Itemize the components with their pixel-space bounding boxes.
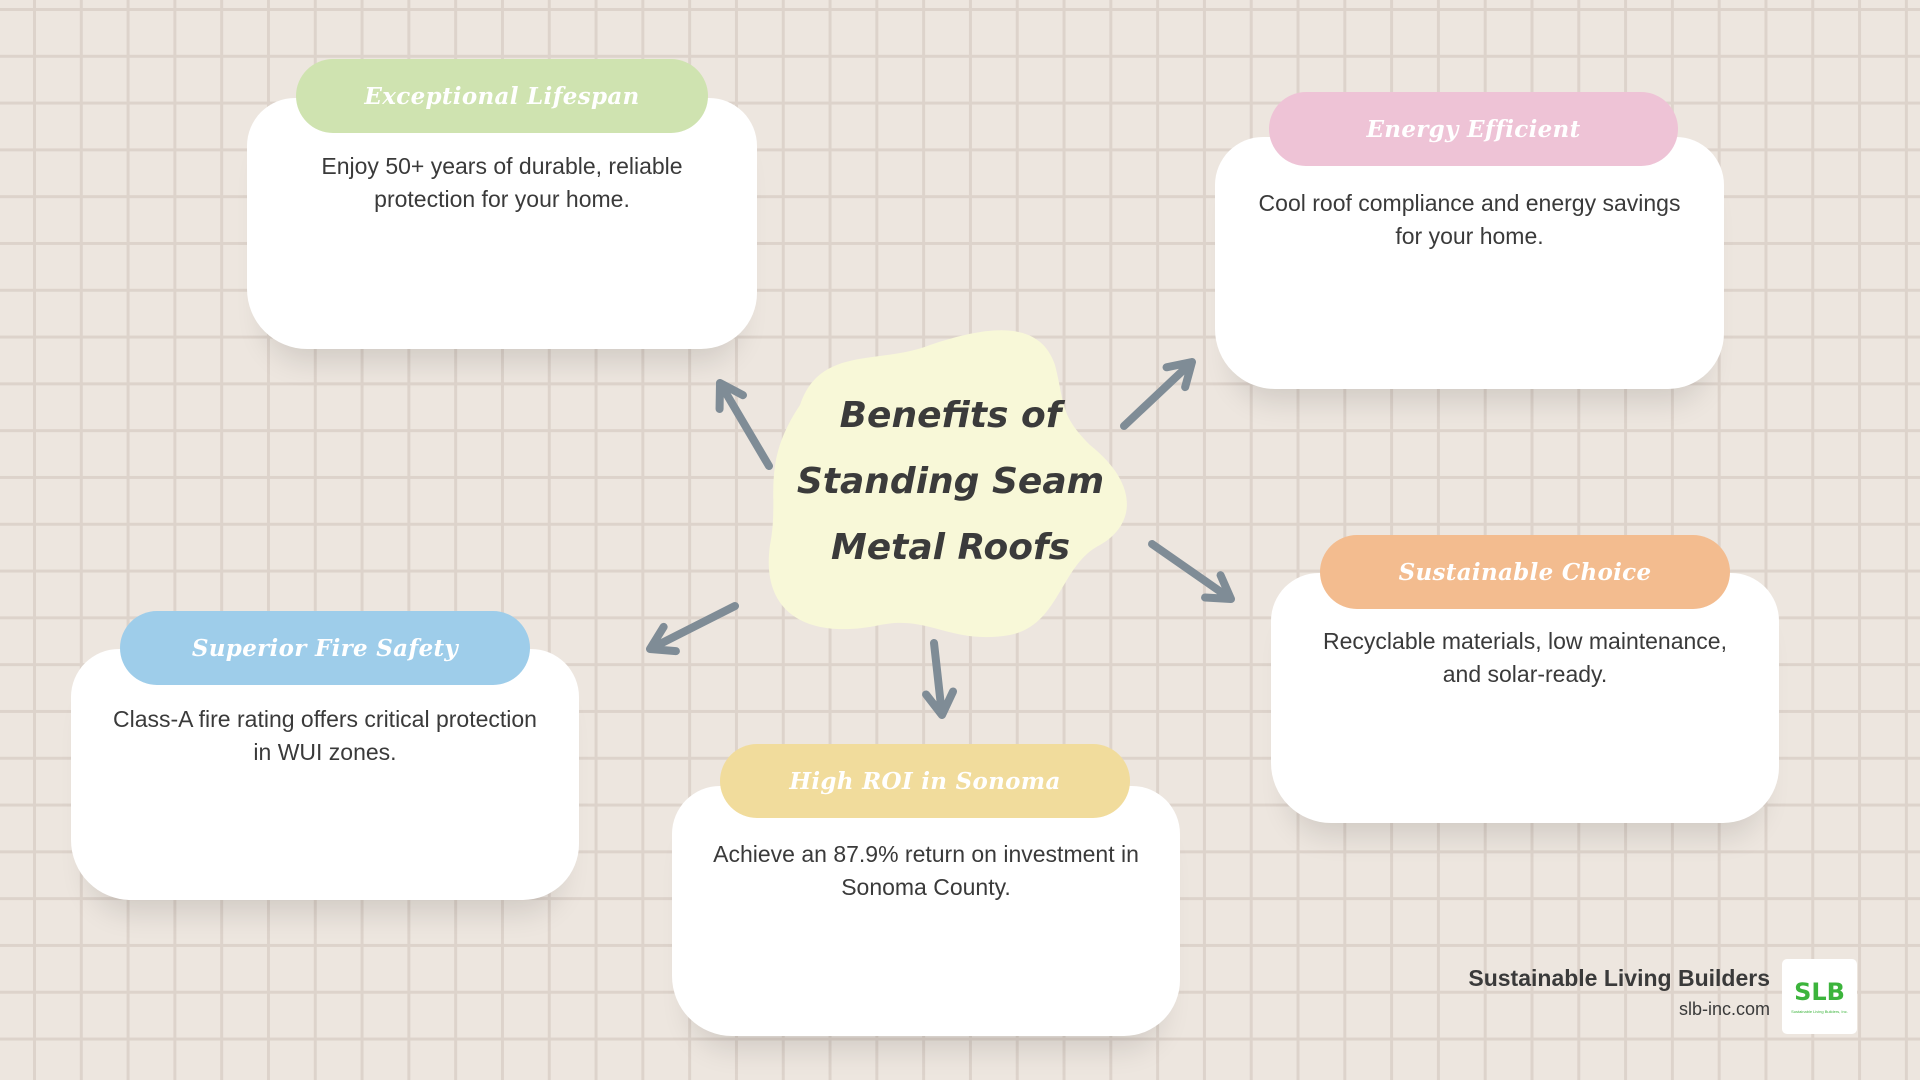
center-blob	[768, 330, 1127, 638]
brand-logo: SLB Sustainable Living Builders, Inc.	[1782, 959, 1857, 1034]
card-text: Class-A fire rating offers critical prot…	[113, 706, 537, 765]
card-sustainable-choice: Recyclable materials, low maintenance, a…	[1271, 573, 1779, 823]
card-text: Cool roof compliance and energy savings …	[1258, 190, 1681, 249]
arrow-to-energy	[1120, 358, 1196, 430]
card-text: Enjoy 50+ years of durable, reliable pro…	[321, 153, 683, 212]
brand-url[interactable]: slb-inc.com	[1678, 999, 1770, 1019]
arrow-to-sustainable	[1148, 540, 1235, 603]
pill-high-roi: High ROI in Sonoma	[720, 744, 1130, 818]
pill-energy-efficient: Energy Efficient	[1269, 92, 1678, 166]
pill-superior-fire-safety: Superior Fire Safety	[120, 611, 530, 685]
pill-sustainable-choice: Sustainable Choice	[1320, 535, 1730, 609]
card-high-roi: Achieve an 87.9% return on investment in…	[672, 786, 1180, 1036]
title-line: Standing Seam	[796, 461, 1105, 502]
arrow-to-fire-safety	[646, 602, 739, 656]
logo-mark: SLB	[1794, 977, 1845, 1006]
brand-name: Sustainable Living Builders	[1468, 965, 1770, 991]
title-line: Metal Roofs	[830, 527, 1071, 568]
card-text: Achieve an 87.9% return on investment in…	[713, 841, 1139, 900]
card-text: Recyclable materials, low maintenance, a…	[1323, 628, 1727, 687]
arrow-to-lifespan	[715, 379, 773, 470]
brand: Sustainable Living Builders slb-inc.com	[1468, 964, 1770, 1020]
card-energy-efficient: Cool roof compliance and energy savings …	[1215, 137, 1724, 389]
title-line: Benefits of	[839, 395, 1062, 436]
logo-subtext: Sustainable Living Builders, Inc.	[1791, 1008, 1848, 1014]
card-exceptional-lifespan: Enjoy 50+ years of durable, reliable pro…	[247, 98, 757, 349]
card-superior-fire-safety: Class-A fire rating offers critical prot…	[71, 649, 579, 900]
pill-exceptional-lifespan: Exceptional Lifespan	[296, 59, 708, 133]
arrow-to-roi	[922, 639, 958, 719]
center-title: Benefits of Standing Seam Metal Roofs	[768, 383, 1133, 581]
